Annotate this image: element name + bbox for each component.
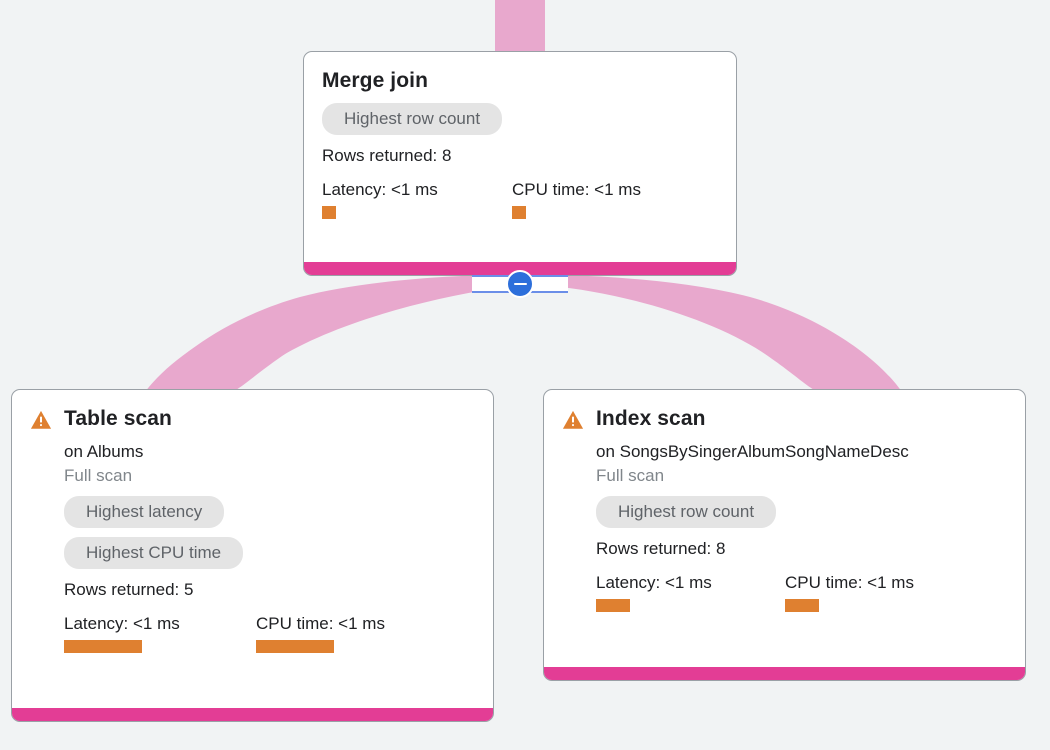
merge-join-cpu-metric: CPU time: <1 ms [512, 179, 641, 219]
table-scan-title: Table scan [64, 407, 172, 430]
chip-highest-cpu-time[interactable]: Highest CPU time [64, 537, 244, 569]
collapse-edge-toggle-button[interactable] [506, 270, 534, 298]
table-scan-latency-label: Latency: <1 ms [64, 614, 180, 633]
merge-join-rows-returned: Rows returned: 8 [322, 146, 452, 165]
edge-incoming-top [495, 0, 545, 52]
edge-merge-to-index-scan [547, 275, 902, 392]
minus-icon [513, 282, 527, 286]
chip-highest-row-count[interactable]: Highest row count [596, 496, 777, 528]
merge-join-header: Merge join [322, 68, 718, 94]
index-scan-latency-label: Latency: <1 ms [596, 573, 712, 592]
merge-join-chip-row: Highest row count [322, 94, 718, 135]
warning-triangle-icon [562, 410, 584, 429]
merge-join-latency-label: Latency: <1 ms [322, 180, 438, 199]
merge-join-cpu-label: CPU time: <1 ms [512, 180, 641, 199]
merge-join-metrics: Latency: <1 ms CPU time: <1 ms [322, 179, 718, 219]
table-scan-header: Table scan [30, 406, 475, 432]
table-scan-latency-bar [64, 640, 142, 653]
merge-join-latency-bar [322, 206, 336, 219]
index-scan-scan-type: Full scan [596, 466, 665, 485]
collapse-toggle-group[interactable] [472, 270, 568, 298]
index-scan-latency-bar [596, 599, 630, 612]
table-scan-details: on Albums Full scan Highest latency High… [64, 441, 475, 653]
table-scan-subtitle: on Albums [64, 442, 144, 461]
index-scan-cpu-label: CPU time: <1 ms [785, 573, 914, 592]
node-card-merge-join[interactable]: Merge join Highest row count Rows return… [303, 51, 737, 276]
index-scan-footer-bar [544, 667, 1025, 680]
index-scan-details: on SongsBySingerAlbumSongNameDesc Full s… [596, 441, 1007, 612]
table-scan-chip-row-1: Highest latency [64, 487, 475, 528]
index-scan-body: Index scan on SongsBySingerAlbumSongName… [544, 390, 1025, 667]
index-scan-rows-returned: Rows returned: 8 [596, 539, 726, 558]
merge-join-cpu-bar [512, 206, 526, 219]
index-scan-chip-row: Highest row count [596, 487, 1007, 528]
table-scan-cpu-label: CPU time: <1 ms [256, 614, 385, 633]
table-scan-chip-row-2: Highest CPU time [64, 528, 475, 569]
index-scan-latency-metric: Latency: <1 ms [596, 572, 785, 612]
index-scan-cpu-bar [785, 599, 819, 612]
merge-join-title: Merge join [322, 69, 429, 92]
merge-join-latency-metric: Latency: <1 ms [322, 179, 512, 219]
index-scan-cpu-metric: CPU time: <1 ms [785, 572, 914, 612]
table-scan-footer-bar [12, 708, 493, 721]
table-scan-scan-type: Full scan [64, 466, 133, 485]
node-card-index-scan[interactable]: Index scan on SongsBySingerAlbumSongName… [543, 389, 1026, 681]
node-card-table-scan[interactable]: Table scan on Albums Full scan Highest l… [11, 389, 494, 722]
edge-merge-to-table-scan [145, 288, 497, 392]
merge-join-body: Merge join Highest row count Rows return… [304, 52, 736, 262]
index-scan-metrics: Latency: <1 ms CPU time: <1 ms [596, 572, 1007, 612]
warning-triangle-icon [30, 410, 52, 429]
chip-highest-latency[interactable]: Highest latency [64, 496, 225, 528]
index-scan-title: Index scan [596, 407, 706, 430]
table-scan-body: Table scan on Albums Full scan Highest l… [12, 390, 493, 708]
index-scan-header: Index scan [562, 406, 1007, 432]
chip-highest-row-count[interactable]: Highest row count [322, 103, 503, 135]
table-scan-metrics: Latency: <1 ms CPU time: <1 ms [64, 613, 475, 653]
table-scan-cpu-metric: CPU time: <1 ms [256, 613, 385, 653]
index-scan-subtitle: on SongsBySingerAlbumSongNameDesc [596, 442, 909, 461]
table-scan-rows-returned: Rows returned: 5 [64, 580, 194, 599]
merge-join-footer-bar [304, 262, 736, 275]
table-scan-latency-metric: Latency: <1 ms [64, 613, 256, 653]
table-scan-cpu-bar [256, 640, 334, 653]
edge-merge-to-table-scan-fill [148, 275, 503, 392]
